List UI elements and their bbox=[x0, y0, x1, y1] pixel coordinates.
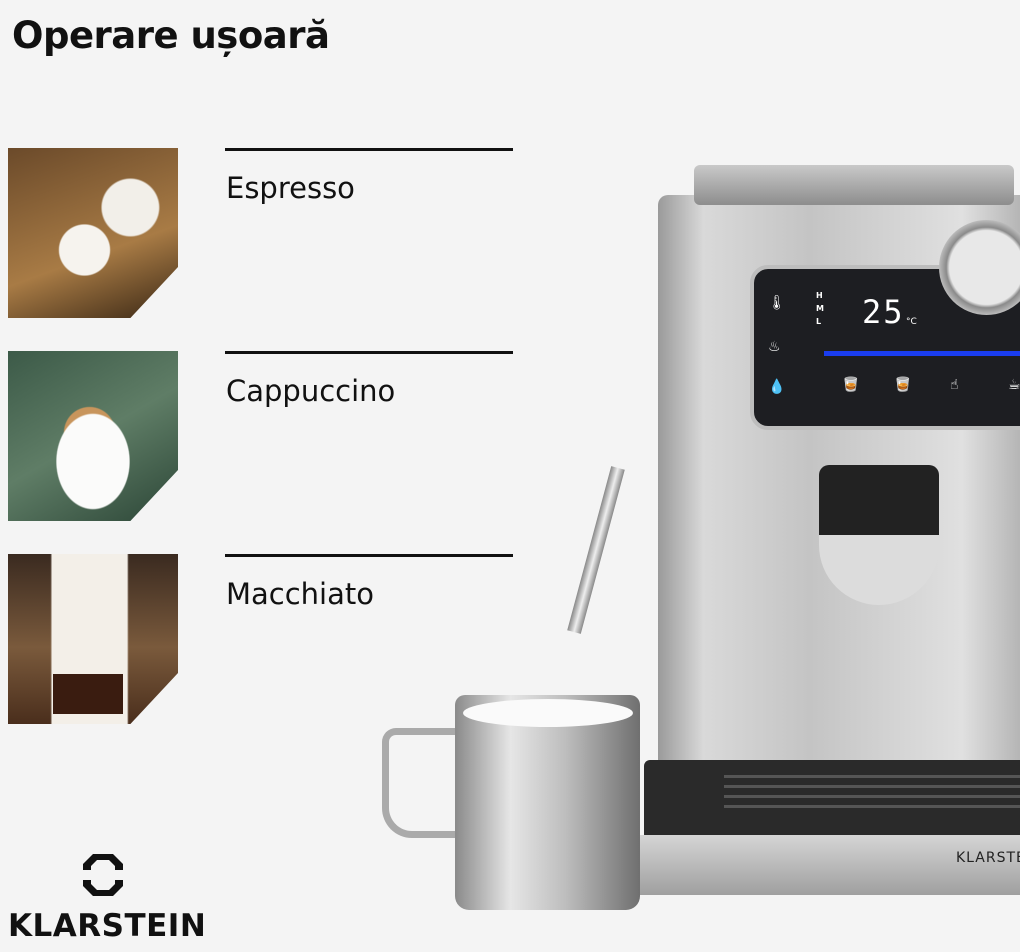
drip-tray bbox=[644, 760, 1020, 840]
cappuccino-label: Cappuccino bbox=[226, 374, 396, 408]
water-drop-icon: 💧 bbox=[768, 379, 786, 395]
steam-wand bbox=[567, 466, 625, 634]
double-espresso-icon: 🥃 bbox=[894, 377, 912, 393]
milk-frother-icon: ☕ bbox=[1008, 377, 1020, 393]
macchiato-label: Macchiato bbox=[226, 577, 375, 611]
pressure-gauge bbox=[939, 220, 1020, 315]
steam-icon: ♨ bbox=[768, 339, 781, 355]
divider bbox=[225, 554, 513, 557]
portafilter bbox=[819, 465, 939, 605]
divider bbox=[225, 148, 513, 151]
page-title: Operare ușoară bbox=[12, 14, 330, 57]
klarstein-logo-icon bbox=[83, 854, 123, 896]
divider bbox=[225, 351, 513, 354]
manual-touch-icon: ☝ bbox=[950, 377, 959, 393]
espresso-label: Espresso bbox=[226, 171, 355, 205]
pitcher-handle bbox=[382, 728, 462, 838]
temperature-display: 25 bbox=[862, 293, 905, 331]
brand-logo: KLARSTEIN bbox=[8, 852, 206, 944]
temperature-unit: °C bbox=[906, 317, 917, 327]
espresso-image bbox=[8, 148, 178, 318]
brand-name: KLARSTEIN bbox=[8, 908, 207, 944]
macchiato-image bbox=[8, 554, 178, 724]
espresso-machine-image: 🌡 ♨ 💧 HML 25 °C 🥃 🥃 ☝ ☕ KLARSTEIN bbox=[567, 165, 1020, 925]
machine-brand: KLARSTEIN bbox=[956, 850, 1020, 866]
milk-pitcher bbox=[455, 695, 640, 910]
single-espresso-icon: 🥃 bbox=[842, 377, 860, 393]
cappuccino-image bbox=[8, 351, 178, 521]
thermometer-icon: 🌡 bbox=[768, 295, 786, 311]
status-bar bbox=[824, 351, 1020, 356]
